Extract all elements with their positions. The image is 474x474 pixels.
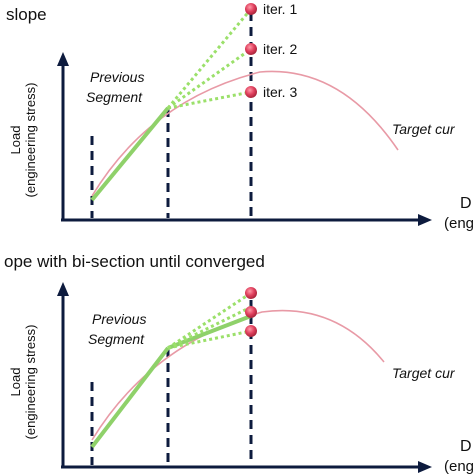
bottom-trial-dot-2 <box>245 306 257 318</box>
bottom-panel: ope with bi-section until converged Load… <box>4 252 474 474</box>
top-trial-line-2 <box>167 47 252 110</box>
bottom-x-axis-label-line2: (eng <box>444 458 474 474</box>
top-target-curve-label: Target cur <box>392 121 456 137</box>
top-target-curve <box>91 70 399 197</box>
top-previous-segment-label-line1: Previous <box>90 69 144 85</box>
bottom-y-axis-arrow <box>57 282 69 296</box>
top-iter-3-label: iter. 3 <box>263 84 297 100</box>
bottom-previous-segment-label-line2: Segment <box>88 331 145 347</box>
top-previous-segment-label-line2: Segment <box>86 89 143 105</box>
top-panel-heading: slope <box>6 5 47 24</box>
top-x-axis-label-line2: (eng <box>444 215 474 232</box>
top-iter-3-dot <box>245 86 257 98</box>
bottom-trial-line-upper <box>167 291 252 350</box>
bottom-y-axis-label-line2: (engineering stress) <box>23 325 38 440</box>
bottom-target-curve <box>91 309 385 441</box>
top-panel: slope Load (engineering stress) D (eng <box>6 1 474 232</box>
bottom-panel-heading: ope with bi-section until converged <box>4 252 265 271</box>
top-iter-2-label: iter. 2 <box>263 41 297 57</box>
bottom-y-axis-label-line1: Load <box>8 368 23 397</box>
top-y-axis-arrow <box>57 52 69 66</box>
top-previous-segment <box>90 106 170 202</box>
top-x-axis-label-line1: D <box>460 195 472 212</box>
bottom-x-axis-arrow <box>418 461 432 473</box>
bottom-x-axis-label-line1: D <box>460 438 472 455</box>
top-y-axis-label-line2: (engineering stress) <box>23 83 38 198</box>
top-y-axis-label-line1: Load <box>8 126 23 155</box>
bottom-trial-line-mid <box>167 305 252 350</box>
bottom-previous-segment <box>90 346 170 449</box>
bottom-target-curve-label: Target cur <box>392 365 456 381</box>
bottom-previous-segment-label-line1: Previous <box>92 311 146 327</box>
top-iter-1-label: iter. 1 <box>263 1 297 17</box>
bottom-trial-line-lower <box>167 329 252 350</box>
bottom-trial-dot-1 <box>245 287 257 299</box>
top-trial-line-3 <box>167 90 252 110</box>
top-iter-1-dot <box>245 3 257 15</box>
top-iter-2-dot <box>245 43 257 55</box>
top-x-axis-arrow <box>418 214 432 226</box>
bottom-trial-dot-3 <box>245 325 257 337</box>
